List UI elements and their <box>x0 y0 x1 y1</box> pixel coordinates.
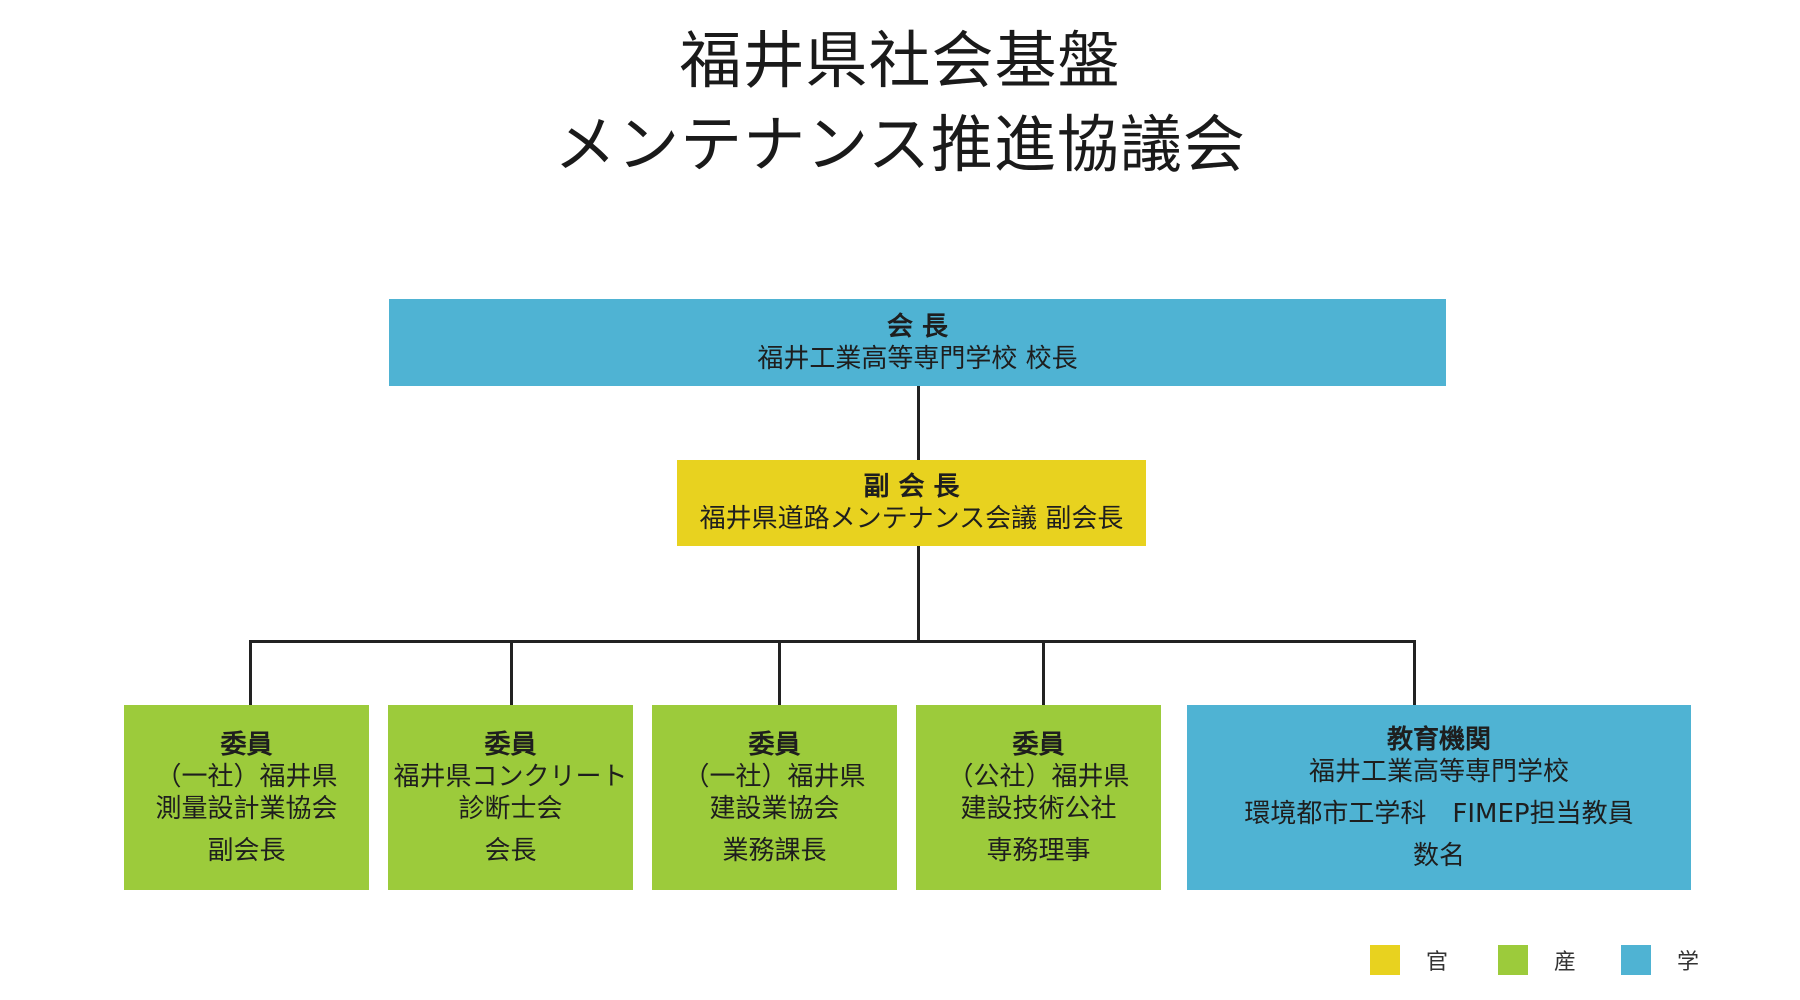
member-line: 建設業協会 <box>709 793 840 824</box>
member-position: 業務課長 <box>722 835 827 866</box>
legend-swatch-academia <box>1621 945 1651 975</box>
member-line: 診断士会 <box>458 793 563 824</box>
legend-label-industry: 産 <box>1554 950 1577 975</box>
member-line: 建設技術公社 <box>960 793 1117 824</box>
member-line: 測量設計業協会 <box>155 793 338 824</box>
legend-item-government: 官 <box>1370 944 1448 976</box>
member-position: 専務理事 <box>986 835 1091 866</box>
page-title-line-1: 福井県社会基盤 <box>679 24 1121 97</box>
member-line: （公社）福井県 <box>947 761 1130 792</box>
vice-chairman-box: 副 会 長 福井県道路メンテナンス会議 副会長 <box>677 460 1146 546</box>
legend-swatch-government <box>1370 945 1400 975</box>
member-box-construction-association: 委員 （一社）福井県 建設業協会 業務課長 <box>652 705 897 890</box>
member-line: （一社）福井県 <box>155 761 338 792</box>
legend-label-government: 官 <box>1426 950 1449 975</box>
legend-swatch-industry <box>1498 945 1528 975</box>
chairman-affiliation: 福井工業高等専門学校 校長 <box>757 343 1078 374</box>
member-position: 会長 <box>484 835 537 866</box>
connector-horizontal-branch <box>249 640 1415 643</box>
member-line: 福井工業高等専門学校 <box>1308 756 1569 787</box>
member-line: （一社）福井県 <box>683 761 866 792</box>
chairman-box: 会 長 福井工業高等専門学校 校長 <box>389 299 1446 386</box>
member-position: 数名 <box>1412 840 1465 871</box>
member-role: 委員 <box>220 729 273 760</box>
connector-chair-to-vice <box>917 386 920 460</box>
legend-item-industry: 産 <box>1498 944 1576 976</box>
member-box-concrete-diagnosticians: 委員 福井県コンクリート 診断士会 会長 <box>388 705 633 890</box>
page-title-line-2: メンテナンス推進協議会 <box>554 108 1246 181</box>
member-role: 委員 <box>484 729 537 760</box>
vice-chairman-role: 副 会 長 <box>863 472 960 502</box>
connector-member-3 <box>778 640 781 705</box>
legend-item-academia: 学 <box>1621 944 1699 976</box>
connector-member-4 <box>1042 640 1045 705</box>
member-line: 福井県コンクリート <box>393 761 628 792</box>
member-role: 教育機関 <box>1386 724 1491 755</box>
member-role: 委員 <box>748 729 801 760</box>
chairman-role: 会 長 <box>886 311 949 342</box>
vice-chairman-affiliation: 福井県道路メンテナンス会議 副会長 <box>699 504 1124 534</box>
connector-vice-to-branch <box>917 546 920 642</box>
member-role: 委員 <box>1012 729 1065 760</box>
member-box-construction-technology-corp: 委員 （公社）福井県 建設技術公社 専務理事 <box>916 705 1161 890</box>
member-box-education-institution: 教育機関 福井工業高等専門学校 環境都市工学科 FIMEP担当教員 数名 <box>1187 705 1691 890</box>
connector-member-5 <box>1413 640 1416 705</box>
legend-label-academia: 学 <box>1677 950 1700 975</box>
member-line: 環境都市工学科 FIMEP担当教員 <box>1244 798 1634 829</box>
connector-member-2 <box>510 640 513 705</box>
member-position: 副会長 <box>207 835 286 866</box>
member-box-survey-association: 委員 （一社）福井県 測量設計業協会 副会長 <box>124 705 369 890</box>
connector-member-1 <box>249 640 252 705</box>
